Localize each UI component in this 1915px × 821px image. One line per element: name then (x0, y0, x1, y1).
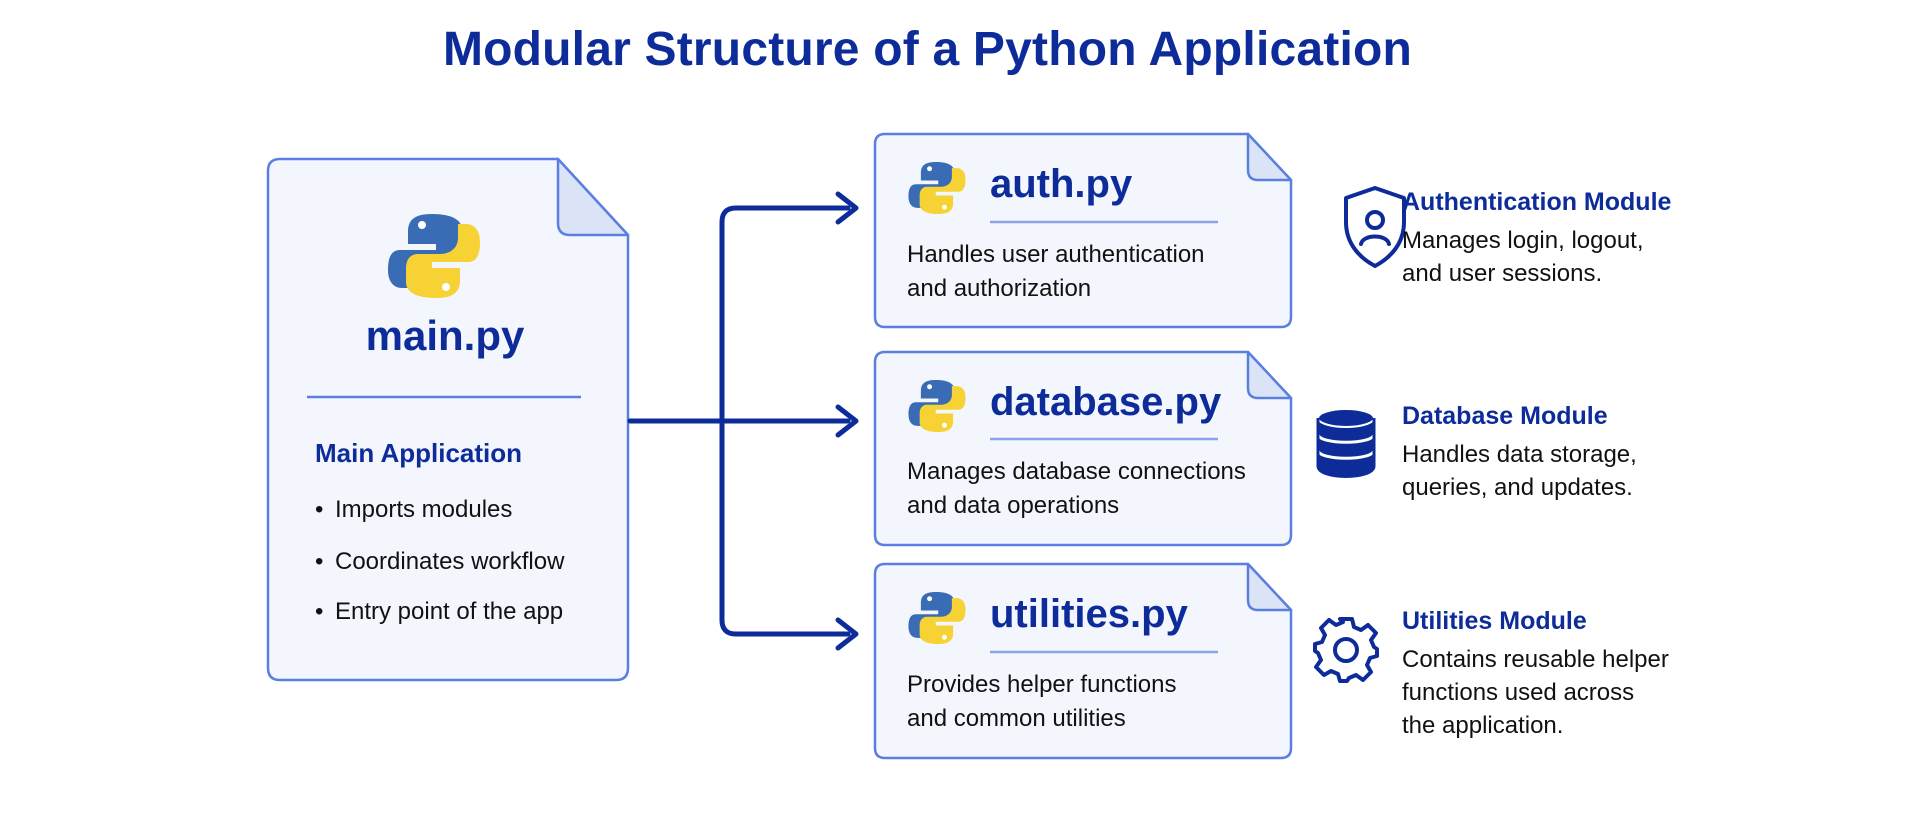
main-bullet: •Entry point of the app (315, 598, 564, 625)
main-bullet: •Imports modules (315, 496, 513, 523)
module-description: Provides helper functions and common uti… (907, 671, 1177, 732)
side-description-auth: Manages login, logout, and user sessions… (1402, 227, 1644, 287)
main-file-name: main.py (365, 312, 525, 359)
arrow-head-auth (835, 191, 859, 225)
main-file-card (266, 157, 630, 682)
side-title-utilities: Utilities Module (1402, 607, 1587, 635)
module-card-auth (873, 132, 1293, 329)
arrow-head-database (835, 404, 859, 438)
module-description: Handles user authentication and authoriz… (907, 241, 1205, 302)
side-description-utilities: Contains reusable helper functions used … (1402, 646, 1669, 739)
module-description: Manages database connections and data op… (907, 458, 1246, 519)
module-file-name: auth.py (990, 162, 1133, 206)
side-title-auth: Authentication Module (1402, 188, 1672, 216)
main-bullet: •Coordinates workflow (315, 548, 565, 575)
database-icon (1316, 408, 1376, 478)
main-file-heading: Main Application (315, 438, 523, 468)
gear-icon (1313, 617, 1379, 683)
side-title-database: Database Module (1402, 402, 1608, 430)
connector-lines (627, 205, 851, 637)
diagram-title: Modular Structure of a Python Applicatio… (442, 23, 1413, 76)
module-card-database (873, 350, 1293, 547)
module-file-name: utilities.py (990, 592, 1188, 636)
arrow-heads (835, 191, 859, 651)
arrow-head-utilities (835, 617, 859, 651)
module-card-utilities (873, 562, 1293, 760)
side-description-database: Handles data storage, queries, and updat… (1402, 441, 1637, 501)
module-file-name: database.py (990, 380, 1222, 424)
shield-user-icon (1344, 186, 1406, 268)
